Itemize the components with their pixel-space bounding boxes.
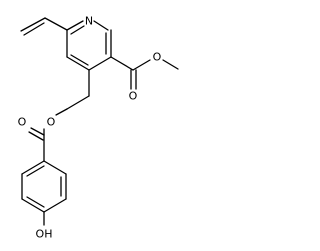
atom-labels: N O O O O OH: [18, 15, 162, 241]
atom-label-benzoate-o-double: O: [18, 116, 27, 129]
methyl-ester: [110, 56, 179, 90]
atom-label-hydroxyl: OH: [36, 228, 53, 241]
bond-c5-vinyl: [44, 17, 68, 31]
atom-label-ester-o-single: O: [153, 51, 162, 64]
pyridine-ring: [66, 20, 112, 71]
bond-b1-b2: [43, 160, 67, 175]
bond-b4-b5-inner: [26, 196, 45, 208]
bond-b6-b1-inner: [26, 165, 45, 177]
bond-c5-c4-inner: [70, 54, 89, 66]
bond-carbonyl-o2: [30, 127, 45, 136]
bond-carbonyl-o2-second: [28, 131, 44, 141]
benzene-ring: [21, 160, 67, 226]
ethyl-linker: [55, 69, 90, 116]
benzoate-ester: [28, 127, 45, 162]
bond-c4-c3: [88, 56, 112, 71]
bond-vinyl-double-inner: [23, 22, 45, 36]
bond-carbonyl-oether: [132, 59, 151, 71]
atom-label-ring-n: N: [85, 15, 93, 28]
bond-n1-c6-inner: [70, 25, 85, 35]
atom-label-benzoate-o-single: O: [47, 116, 56, 129]
bond-b6-b1: [21, 160, 45, 175]
atom-label-ester-o-double: O: [129, 90, 138, 103]
bond-b3-b4: [43, 198, 67, 213]
bond-n1-c6: [66, 20, 84, 31]
vinyl-group: [20, 17, 68, 36]
bond-b4-b5: [21, 198, 45, 213]
bond-c5-c4: [66, 56, 90, 71]
bond-ch2-ch2: [66, 95, 90, 110]
bond-c2-n1: [93, 20, 109, 31]
chemical-structure: N O O O O OH: [18, 15, 179, 241]
bond-ch2-o: [55, 108, 68, 116]
bond-vinyl-double: [20, 17, 46, 32]
bond-c3-carbonyl: [110, 56, 134, 71]
bond-oether-methyl: [162, 59, 179, 70]
